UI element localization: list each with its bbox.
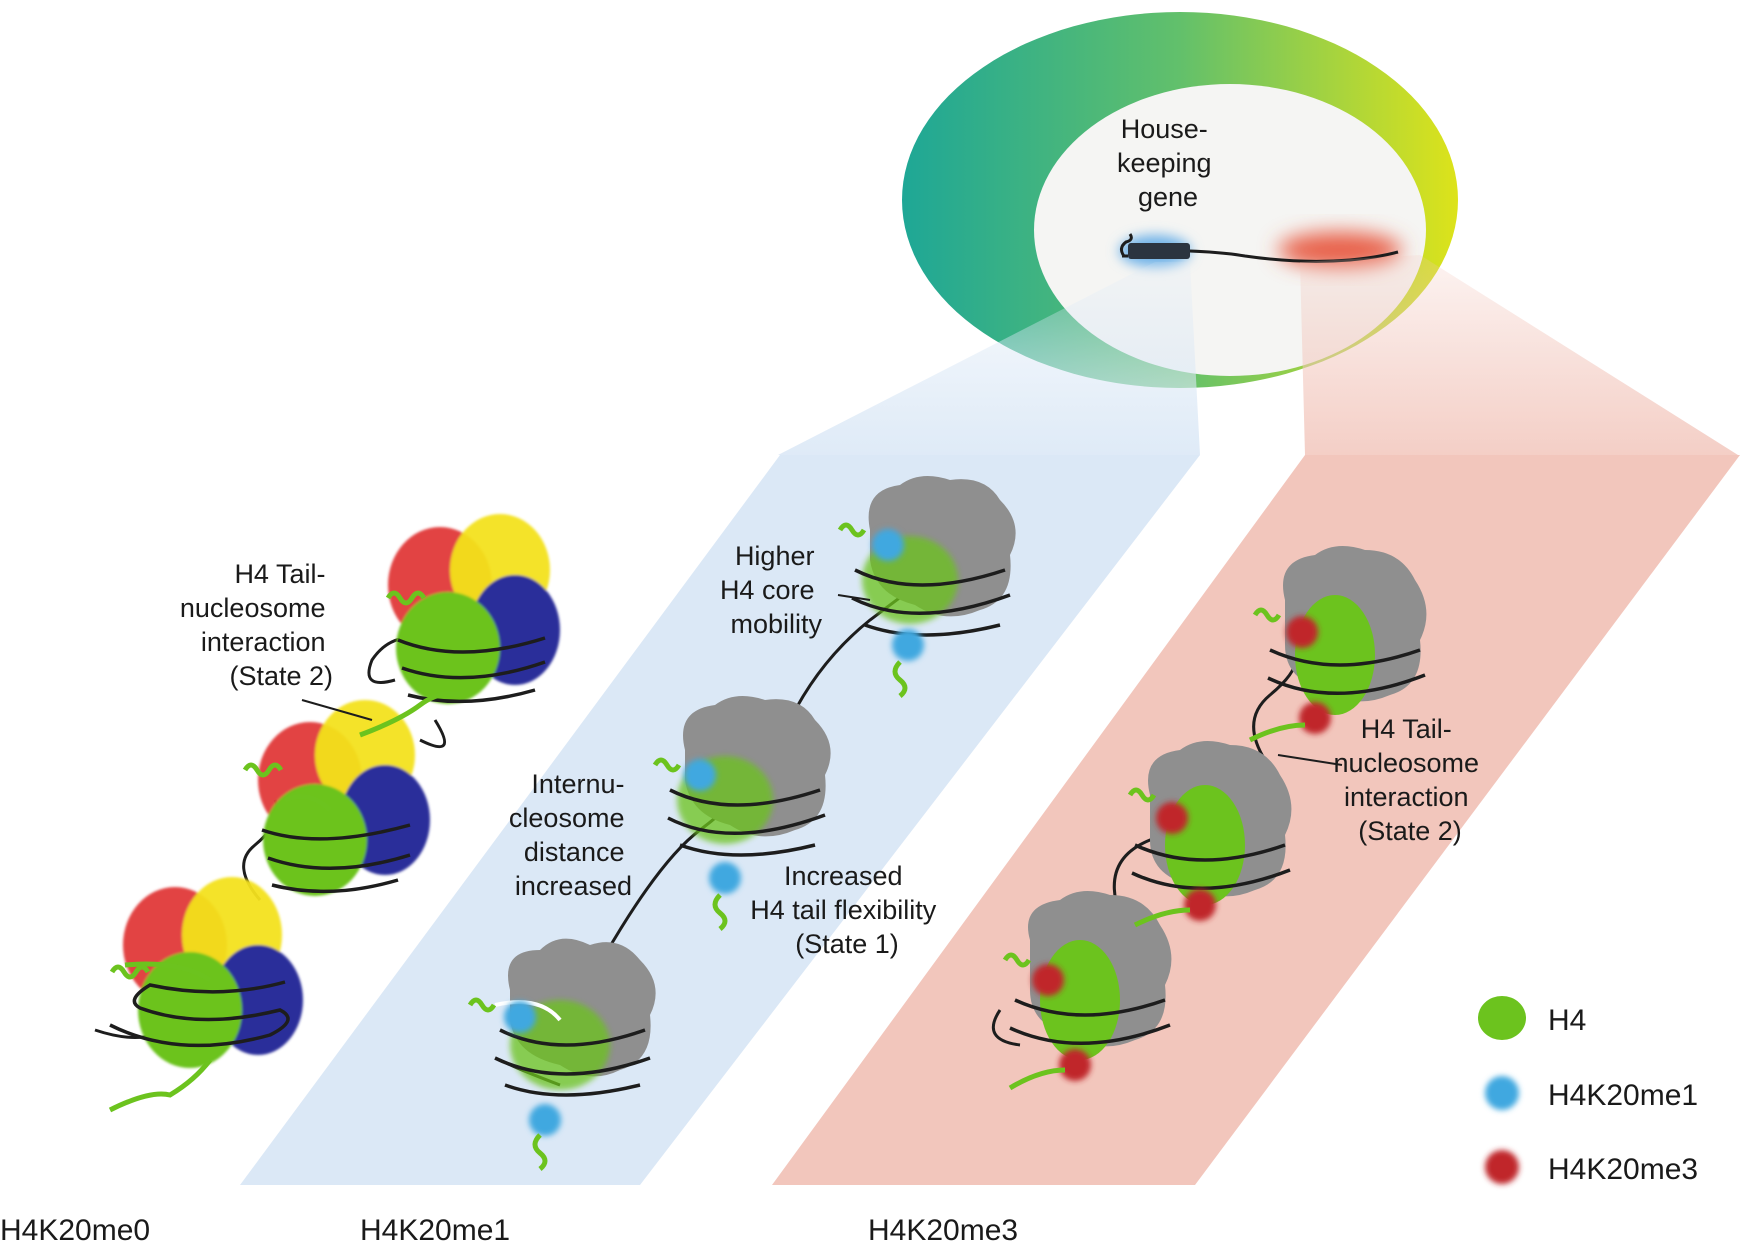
gene-body (1128, 243, 1190, 259)
me3-annotation-leader (1277, 754, 1343, 766)
gene-promoter-curl (1119, 233, 1133, 258)
me3-nucleosome-2 (1127, 741, 1292, 928)
gene-line (1134, 248, 1399, 263)
me1-annotation-core: Higher H4 core mobility (720, 541, 823, 639)
gene-label: House- keeping gene (1117, 114, 1219, 212)
me1-nucleosome-2 (652, 696, 831, 931)
red-beam (1300, 255, 1738, 455)
me1-annotation-distance: Internu- cleosome distance increased (509, 769, 632, 901)
bottom-label-me3: H4K20me3 (868, 1214, 1018, 1246)
red-dot-icon (1485, 1150, 1519, 1184)
bottom-label-me1: H4K20me1 (360, 1214, 510, 1246)
me0-chromatin (94, 514, 560, 1113)
me3-nucleosome-3 (1248, 546, 1427, 743)
me3-nucleosome-1 (991, 891, 1172, 1091)
legend-label-h4: H4 (1548, 1004, 1586, 1037)
me1-annotation-tail: Increased H4 tail flexibility (State 1) (750, 861, 944, 959)
legend-label-h4k20me3: H4K20me3 (1548, 1153, 1698, 1186)
me1-nucleosome-3 (837, 476, 1016, 698)
me0-annotation-leader (301, 699, 373, 721)
me3-annotation: H4 Tail- nucleosome interaction (State 2… (1333, 714, 1486, 846)
blue-beam (778, 262, 1200, 455)
me1-nucleosome-1 (467, 938, 656, 1171)
me1-annotation-core-leader (837, 594, 871, 601)
me1-chromatin (467, 476, 1016, 1171)
bottom-label-me0: H4K20me0 (0, 1214, 150, 1246)
me3-chromatin (991, 546, 1427, 1091)
me0-annotation: H4 Tail- nucleosome interaction (State 2… (180, 559, 333, 691)
legend: H4 H4K20me1 H4K20me3 (1478, 996, 1698, 1186)
legend-label-h4k20me1: H4K20me1 (1548, 1079, 1698, 1112)
blue-dot-icon (1485, 1076, 1519, 1110)
h4-oval-icon (1478, 996, 1526, 1040)
